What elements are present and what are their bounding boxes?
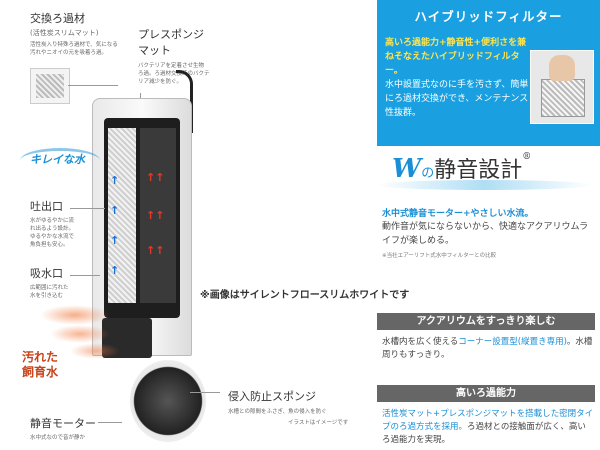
quiet-design-no: の xyxy=(421,166,435,181)
inlet-label: 吸水口 広範囲に汚れた 水を引き込む xyxy=(30,265,69,300)
section-aquarium-post: 。水槽周りもすっきり。 xyxy=(382,337,593,360)
section-filtration-body: 活性炭マット+プレスポンジマットを搭載した密閉タイプのろ過方式を採用。ろ過材との… xyxy=(382,408,594,447)
quiet-design-body: 動作音が気にならないから、快適なアクアリウムライフが楽しめる。 xyxy=(382,222,589,246)
outlet-desc-4: 魚負担も安心。 xyxy=(30,242,69,248)
flow-arrow-red-2: ↑↑ xyxy=(146,209,165,222)
activated-carbon-mat xyxy=(108,128,136,303)
press-sponge-title-2: マット xyxy=(138,44,171,57)
hybrid-filter-body: 高いろ過能力+静音性+便利さを兼ねそなえたハイブリッドフィルター。 水中設置式な… xyxy=(385,36,535,120)
registered-mark: ® xyxy=(522,152,532,162)
flow-arrow-up-3: ↑ xyxy=(110,234,120,247)
exchange-filter-thumb xyxy=(30,68,70,104)
press-sponge-label: プレスポンジ マット バクテリアを定着させ生物 ろ過。ろ過材交換時のバクテ リア… xyxy=(138,26,210,86)
section-aquarium-pre: 水槽内を広く使える xyxy=(382,337,459,347)
clean-water-swoosh xyxy=(20,148,100,173)
dirty-water-swoosh-1 xyxy=(40,305,110,325)
outlet-desc-1: 水がゆるやかに流 xyxy=(30,218,75,224)
quiet-design-w: W xyxy=(392,154,422,184)
exchange-filter-desc-2: 汚れやニオイの元を吸着ろ過。 xyxy=(30,50,108,56)
inlet-desc-1: 広範囲に汚れた xyxy=(30,285,69,291)
dirty-water-line-1: 汚れた xyxy=(22,350,59,364)
hybrid-filter-highlight: 高いろ過能力+静音性+便利さを兼ねそなえたハイブリッドフィルター。 xyxy=(385,38,527,76)
flow-arrow-up-1: ↑ xyxy=(110,174,120,187)
section-aquarium-accent: コーナー設置型(縦置き専用) xyxy=(458,337,567,347)
dirty-water-line-2: 飼育水 xyxy=(22,365,59,379)
section-filtration-accent: 活性炭マット+プレスポンジマットを搭載した密閉タイプのろ過方式を採用。 xyxy=(382,409,594,432)
dirty-water-swoosh-3 xyxy=(70,343,120,359)
cartridge-change-photo xyxy=(530,50,594,124)
section-aquarium-title: アクアリウムをすっきり楽しむ xyxy=(377,313,595,330)
flow-arrow-up-2: ↑ xyxy=(110,204,120,217)
press-sponge-desc-3: リア減少を防ぐ。 xyxy=(138,79,183,85)
inlet-title: 吸水口 xyxy=(30,267,63,280)
section-aquarium-body: 水槽内を広く使えるコーナー設置型(縦置き専用)。水槽周りもすっきり。 xyxy=(382,336,594,362)
exchange-filter-desc-1: 活性炭入り特殊ろ過材で、気になる xyxy=(30,42,118,48)
leader-line-motor xyxy=(98,422,122,423)
quiet-design-wave xyxy=(377,180,592,190)
intake-sponge-desc: 水槽との隙間をふさぎ、魚の侵入を防ぐ xyxy=(228,409,327,415)
exchange-filter-label: 交換ろ過材 (活性炭スリムマット) 活性炭入り特殊ろ過材で、気になる 汚れやニオ… xyxy=(30,10,118,57)
motor-desc: 水中式なので音が静か xyxy=(30,435,86,441)
inlet-desc-2: 水を引き込む xyxy=(30,293,64,299)
quiet-design-title: 静音設計 xyxy=(434,158,523,183)
dirty-water-swoosh-2 xyxy=(50,325,110,343)
leader-line-outlet xyxy=(70,208,105,209)
dirty-water-label: 汚れた 飼育水 xyxy=(22,350,58,380)
flow-arrow-red-3: ↑↑ xyxy=(146,244,165,257)
section-filtration-title: 高いろ過能力 xyxy=(377,385,595,402)
quiet-design-lead: 水中式静音モーター+やさしい水流。 xyxy=(382,209,534,219)
quiet-design-note: ※当社エアーリフト式水中フィルターとの比較 xyxy=(382,253,497,259)
motor-title: 静音モーター xyxy=(30,417,96,430)
outlet-desc-2: れ出るよう設計。 xyxy=(30,226,75,232)
exchange-filter-sub: (活性炭スリムマット) xyxy=(30,29,99,37)
quiet-design-heading: Wの静音設計® xyxy=(392,152,531,184)
illustration-note: イラストはイメージです xyxy=(288,420,349,426)
hybrid-filter-desc: 水中設置式なのに手を汚さず、簡単にろ過材交換ができ、メンテナンス性抜群。 xyxy=(385,80,529,118)
section-filtration-post: ろ過材との接触面が広く、高いろ過能力を実現。 xyxy=(382,422,586,445)
flow-arrow-up-4: ↑ xyxy=(110,264,120,277)
outlet-label: 吐出口 水がゆるやかに流 れ出るよう設計。 ゆるやかな水流で 魚負担も安心。 xyxy=(30,198,74,249)
press-sponge-title-1: プレスポンジ xyxy=(138,28,204,41)
intake-sponge-label: 侵入防止スポンジ 水槽との隙間をふさぎ、魚の侵入を防ぐ イラストはイメージです xyxy=(228,388,348,427)
exchange-filter-title: 交換ろ過材 xyxy=(30,12,85,25)
hybrid-filter-title: ハイブリッドフィルター xyxy=(414,9,563,24)
leader-line-intake xyxy=(190,392,220,393)
press-sponge-mat xyxy=(140,128,176,303)
motor-label: 静音モーター 水中式なので音が静か xyxy=(30,415,96,442)
leader-line-inlet xyxy=(70,275,100,276)
flow-arrow-red-1: ↑↑ xyxy=(146,171,165,184)
intake-sponge-closeup xyxy=(130,360,206,442)
leader-line-exchange xyxy=(68,85,118,86)
image-model-note: ※画像はサイレントフロースリムホワイトです xyxy=(200,290,410,301)
intake-sponge-title: 侵入防止スポンジ xyxy=(228,390,316,403)
power-cord xyxy=(176,70,193,133)
outlet-desc-3: ゆるやかな水流で xyxy=(30,234,75,240)
press-sponge-desc-1: バクテリアを定着させ生物 xyxy=(138,63,205,69)
press-sponge-desc-2: ろ過。ろ過材交換時のバクテ xyxy=(138,71,210,77)
outlet-title: 吐出口 xyxy=(30,200,63,213)
